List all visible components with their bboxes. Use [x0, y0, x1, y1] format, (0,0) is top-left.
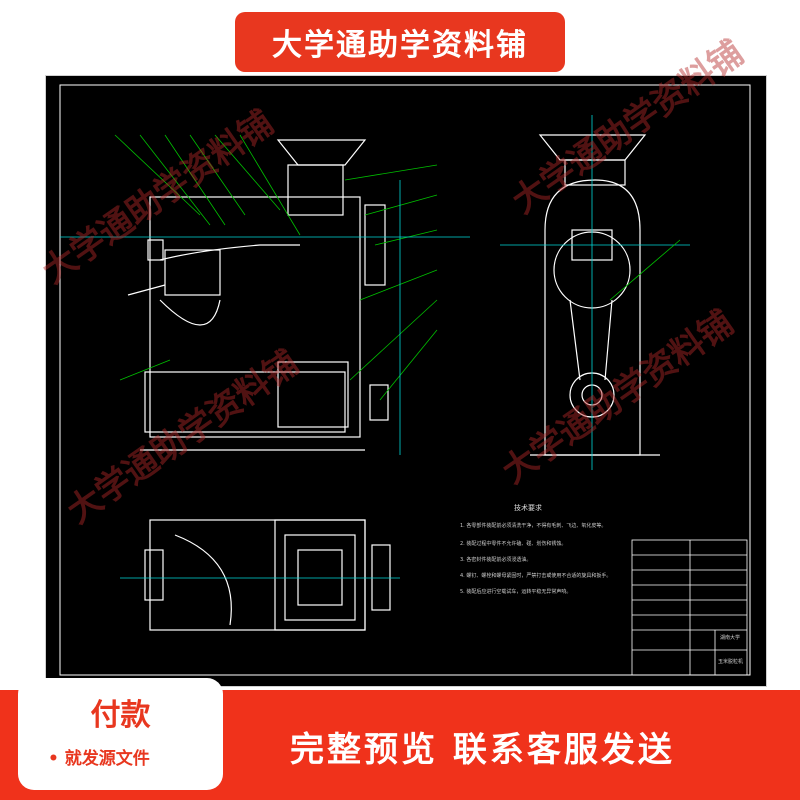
front-view [127, 139, 389, 451]
title-block [631, 539, 748, 676]
note-line: 2. 装配过程中零件不允许磕、碰、划伤和锈蚀。 [460, 541, 567, 547]
note-line: 4. 螺钉、螺栓和螺母紧固时，严禁打击或使用不合适的旋具和扳手。 [460, 573, 612, 579]
notes-title: 技术要求 [514, 504, 542, 512]
top-banner: 大学通助学资料铺 [235, 12, 565, 72]
title-block-school: 湖南大学 [720, 635, 741, 641]
front-view-green-leaders [114, 134, 438, 401]
note-line: 1. 各零部件装配前必须清洗干净，不得有毛刺、飞边、氧化皮等。 [460, 523, 607, 529]
note-line: 5. 装配后应进行空载试车，运转平稳无异常声响。 [460, 589, 572, 595]
bottom-banner-text: 完整预览 联系客服发送 [290, 730, 675, 770]
note-line: 3. 各密封件装配前必须浸透油。 [460, 557, 532, 563]
pay-title[interactable]: 付款 [90, 698, 151, 733]
top-view [144, 519, 391, 631]
pay-card[interactable]: 付款 • 就发源文件 [18, 678, 223, 790]
pay-subtitle: • 就发源文件 [48, 749, 150, 769]
title-block-name: 玉米脱粒机 [718, 659, 744, 665]
